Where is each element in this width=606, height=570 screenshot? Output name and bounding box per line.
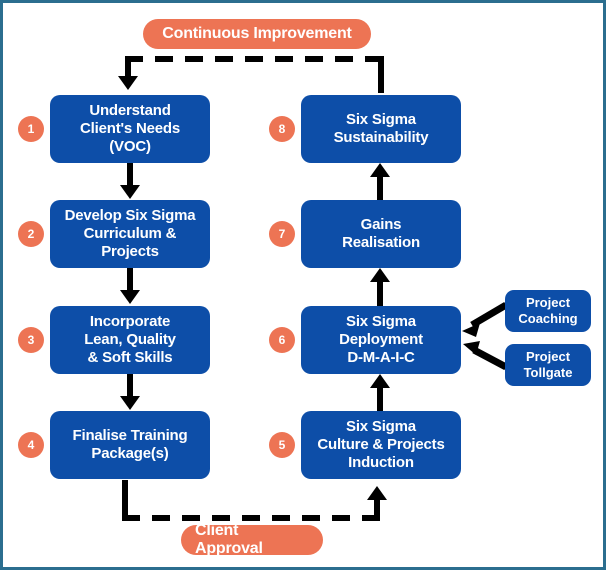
process-box-understand-clients-needs[interactable]: Understand Client's Needs (VOC) (50, 95, 210, 163)
connector-5-to-6-arrow-icon (370, 374, 390, 388)
process-box-six-sigma-sustainability[interactable]: Six Sigma Sustainability (301, 95, 461, 163)
process-box-6-label: Six Sigma Deployment D-M-A-I-C (339, 313, 423, 366)
connector-6-to-7-line (377, 282, 383, 306)
connector-7-to-8-line (377, 177, 383, 200)
step-badge-2: 2 (18, 221, 44, 247)
step-badge-3-number: 3 (27, 333, 35, 347)
connector-1-to-2-line (127, 163, 133, 187)
step-badge-4-number: 4 (27, 438, 35, 452)
loop-top-arrow-head-icon (118, 76, 138, 90)
process-box-finalise-training-package[interactable]: Finalise Training Package(s) (50, 411, 210, 479)
loop-top-right-vertical (378, 56, 384, 93)
loop-top-dashed-horizontal (125, 56, 384, 62)
step-badge-4: 4 (18, 432, 44, 458)
support-box-project-coaching[interactable]: Project Coaching (505, 290, 591, 332)
connector-3-to-4-line (127, 374, 133, 398)
loop-bottom-left-vertical (122, 480, 128, 521)
process-box-7-label: Gains Realisation (342, 216, 420, 251)
pill-client-approval-label: Client Approval (195, 522, 263, 557)
support-box-project-tollgate-label: Project Tollgate (523, 349, 573, 380)
process-box-1-label: Understand Client's Needs (VOC) (80, 102, 180, 155)
connector-2-to-3-arrow-icon (120, 290, 140, 304)
step-badge-8-number: 8 (278, 122, 286, 136)
process-box-six-sigma-culture-induction[interactable]: Six Sigma Culture & Projects Induction (301, 411, 461, 479)
step-badge-3: 3 (18, 327, 44, 353)
step-badge-7: 7 (269, 221, 295, 247)
support-box-project-tollgate[interactable]: Project Tollgate (505, 344, 591, 386)
process-box-six-sigma-deployment-dmaic[interactable]: Six Sigma Deployment D-M-A-I-C (301, 306, 461, 374)
step-badge-6: 6 (269, 327, 295, 353)
loop-bottom-dashed-horizontal (122, 515, 380, 521)
pill-continuous-improvement: Continuous Improvement (143, 19, 371, 49)
pill-client-approval: Client Approval (181, 522, 323, 557)
connector-2-to-3-line (127, 268, 133, 292)
connector-6-to-7-arrow-icon (370, 268, 390, 282)
support-box-project-coaching-label: Project Coaching (518, 295, 578, 326)
step-badge-5: 5 (269, 432, 295, 458)
process-box-gains-realisation[interactable]: Gains Realisation (301, 200, 461, 268)
process-box-develop-curriculum[interactable]: Develop Six Sigma Curriculum & Projects (50, 200, 210, 268)
step-badge-6-number: 6 (278, 333, 286, 347)
support-arrows-group (462, 301, 508, 371)
process-box-3-label: Incorporate Lean, Quality & Soft Skills (84, 313, 176, 366)
pill-continuous-improvement-label: Continuous Improvement (162, 25, 352, 42)
arrow-coaching-to-deployment-icon (462, 301, 508, 337)
step-badge-7-number: 7 (278, 227, 286, 241)
connector-3-to-4-arrow-icon (120, 396, 140, 410)
connector-5-to-6-line (377, 388, 383, 411)
step-badge-5-number: 5 (278, 438, 286, 452)
connector-7-to-8-arrow-icon (370, 163, 390, 177)
loop-bottom-right-vertical (374, 500, 380, 521)
step-badge-1-number: 1 (27, 122, 35, 136)
process-box-4-label: Finalise Training Package(s) (72, 427, 188, 462)
step-badge-1: 1 (18, 116, 44, 142)
loop-top-left-vertical (125, 56, 131, 78)
process-box-2-label: Develop Six Sigma Curriculum & Projects (64, 207, 196, 260)
loop-bottom-arrow-head-icon (367, 486, 387, 500)
step-badge-2-number: 2 (27, 227, 35, 241)
connector-1-to-2-arrow-icon (120, 185, 140, 199)
arrow-tollgate-to-deployment-icon (463, 341, 508, 371)
process-box-5-label: Six Sigma Culture & Projects Induction (317, 418, 445, 471)
step-badge-8: 8 (269, 116, 295, 142)
process-box-incorporate-lean-quality[interactable]: Incorporate Lean, Quality & Soft Skills (50, 306, 210, 374)
process-box-8-label: Six Sigma Sustainability (333, 111, 429, 146)
